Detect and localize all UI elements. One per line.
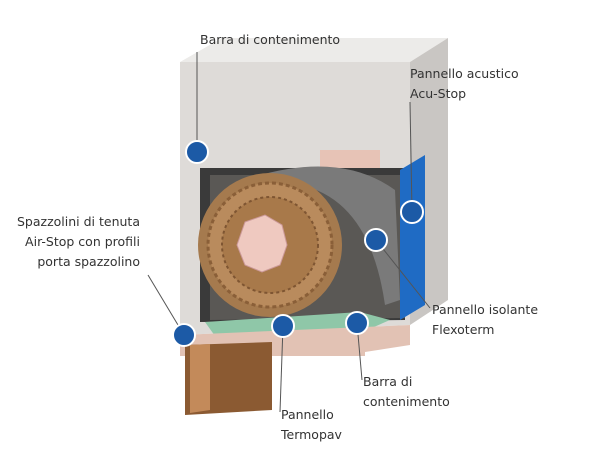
marker-flexoterm (364, 228, 388, 252)
acu-stop-panel (400, 155, 425, 320)
label-line: Flexoterm (432, 322, 495, 337)
label-line: contenimento (363, 394, 450, 409)
label-isolante: Pannello isolante Flexoterm (432, 300, 538, 340)
label-line: Barra di (363, 374, 413, 389)
label-barra-top: Barra di contenimento (200, 32, 341, 47)
label-line: Spazzolini di tenuta (17, 214, 140, 229)
marker-spazzolini (172, 323, 196, 347)
acoustic-top-panel (320, 150, 380, 168)
marker-barra-bottom (345, 311, 369, 335)
flexoterm-panel (250, 166, 400, 305)
box-top (180, 38, 448, 62)
label-line: Pannello isolante (432, 302, 539, 317)
label-line: Air-Stop con profili (25, 234, 140, 249)
leader-lines (147, 52, 431, 413)
marker-termopav (271, 314, 295, 338)
marker-barra-top (185, 140, 209, 164)
marker-acu-stop (400, 200, 424, 224)
label-spazzolini: Spazzolini di tenuta Air-Stop con profil… (17, 212, 140, 272)
label-line: Acu-Stop (410, 86, 467, 101)
label-line: Pannello (281, 407, 334, 422)
label-termopav: Pannello Termopav (281, 405, 342, 445)
label-barra-bottom: Barra di contenimento (363, 372, 450, 412)
roll-axle (236, 214, 288, 273)
label-line: Termopav (281, 427, 342, 442)
label-line: Pannello acustico (410, 66, 519, 81)
label-acustico: Pannello acustico Acu-Stop (410, 64, 519, 104)
label-line: porta spazzolino (37, 254, 140, 269)
